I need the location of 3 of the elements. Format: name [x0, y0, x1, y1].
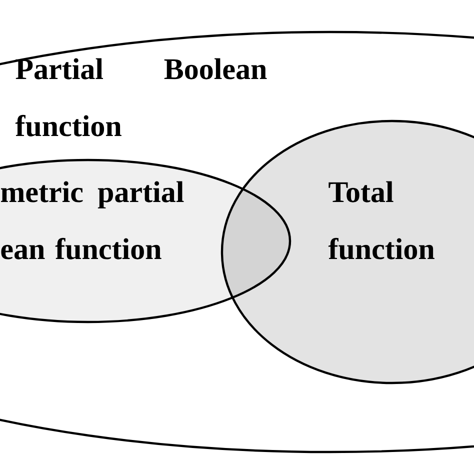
set-ellipse [0, 158, 292, 324]
set-label: metric partial ean function [1, 181, 184, 260]
set-label: Total function [328, 181, 434, 260]
